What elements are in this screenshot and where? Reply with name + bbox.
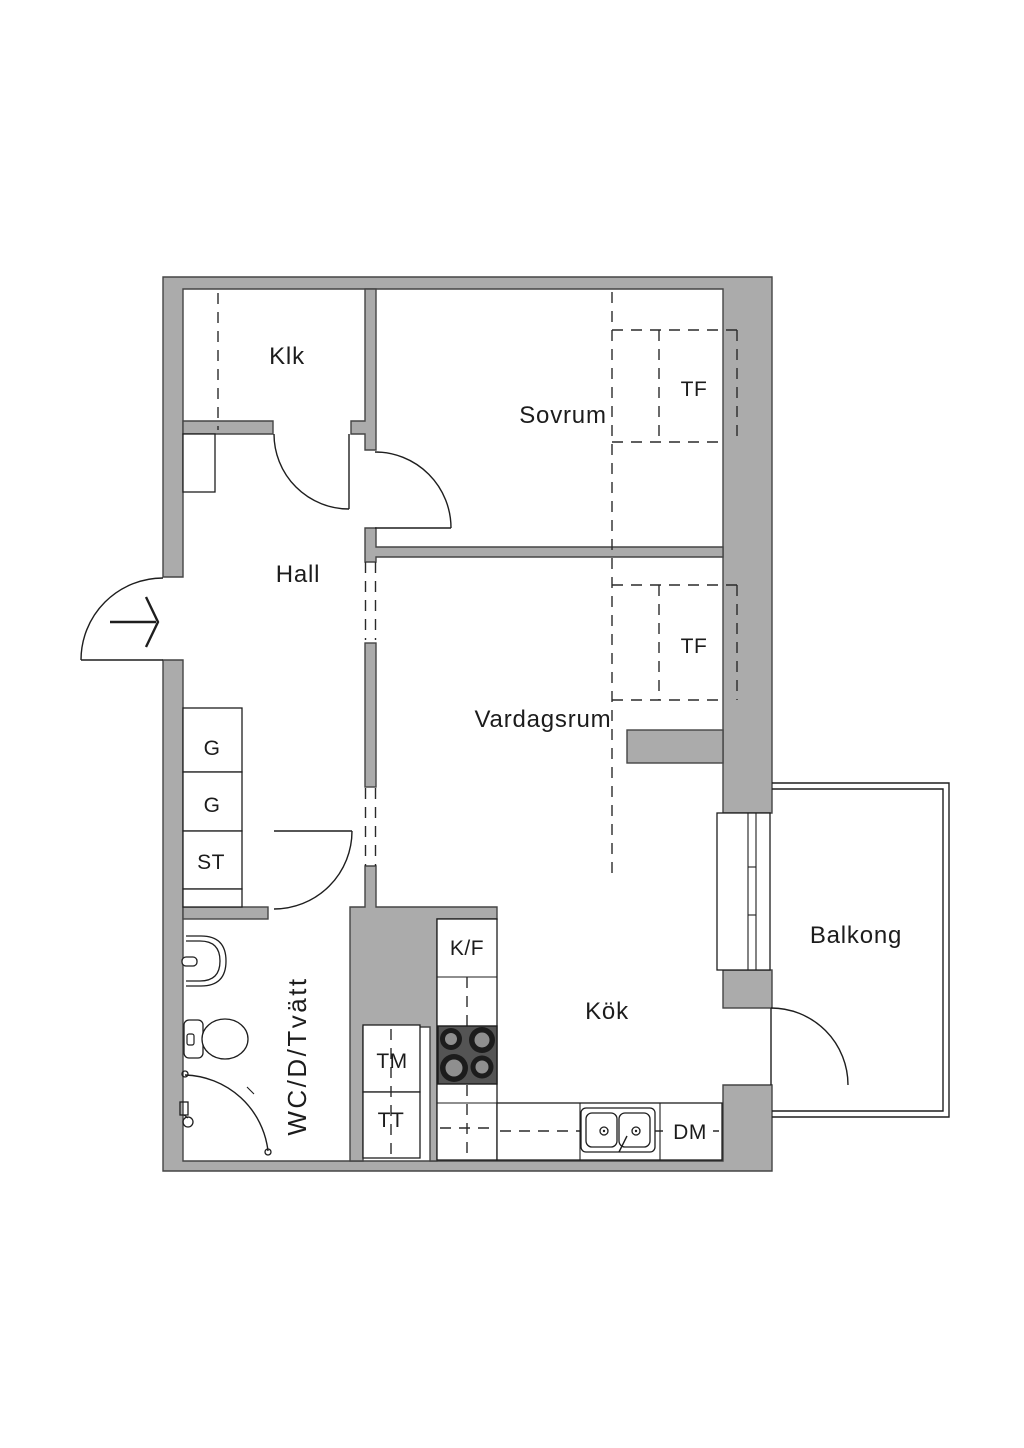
closet-wall: [182, 420, 274, 435]
hall-bedroom-wall: [364, 527, 724, 563]
label-tf-living: TF: [681, 635, 708, 658]
label-wardrobe-1: G: [204, 737, 221, 760]
wardrobes: [182, 707, 243, 908]
label-tumble-dryer: TT: [378, 1109, 405, 1132]
wall-opening-dashed: [364, 562, 377, 866]
dishwasher-label-bg: [666, 1118, 713, 1144]
shower: [179, 1070, 272, 1156]
label-wardrobe-2: G: [204, 794, 221, 817]
room-label-living-room: Vardagsrum: [475, 706, 612, 733]
wash-basin: [181, 935, 227, 987]
room-label-bedroom: Sovrum: [519, 402, 607, 429]
kitchen-sink: [580, 1107, 656, 1153]
room-label-hall: Hall: [276, 561, 321, 588]
room-label-bathroom: WC/D/Tvätt: [282, 976, 312, 1135]
tf-area-bedroom: [612, 329, 738, 443]
entry-arrow-icon: [110, 596, 160, 648]
wc-kitchen-wall: [349, 865, 498, 1162]
room-label-kitchen: Kök: [585, 998, 629, 1025]
tf-area-living: [612, 584, 738, 701]
closet-bedroom-wall: [350, 288, 377, 451]
stove: [437, 1025, 498, 1085]
hall-living-wall: [364, 642, 377, 788]
living-room-notch-wall: [626, 729, 724, 764]
balcony-window: [716, 812, 771, 971]
bathroom-door: [273, 830, 353, 910]
label-cleaning-cabinet: ST: [197, 851, 225, 874]
toilet: [183, 1018, 249, 1060]
label-dishwasher: DM: [673, 1121, 707, 1144]
label-washing-machine: TM: [376, 1050, 407, 1073]
balcony-outline-outer: [772, 782, 950, 1118]
hall-shaft: [182, 433, 216, 493]
label-fridge-freezer: K/F: [450, 937, 484, 960]
entry-door: [80, 577, 164, 661]
wc-top-wall: [182, 906, 269, 920]
room-label-closet: Klk: [269, 343, 305, 370]
balcony-door: [770, 1007, 849, 1086]
laundry-appliances: [362, 1024, 421, 1159]
balcony-outline-inner: [772, 788, 944, 1112]
exterior-wall-right-segment: [722, 969, 773, 1009]
closet-door: [273, 433, 350, 510]
bedroom-door: [374, 451, 452, 529]
room-label-balcony: Balkong: [810, 922, 902, 949]
label-tf-bedroom: TF: [681, 378, 708, 401]
